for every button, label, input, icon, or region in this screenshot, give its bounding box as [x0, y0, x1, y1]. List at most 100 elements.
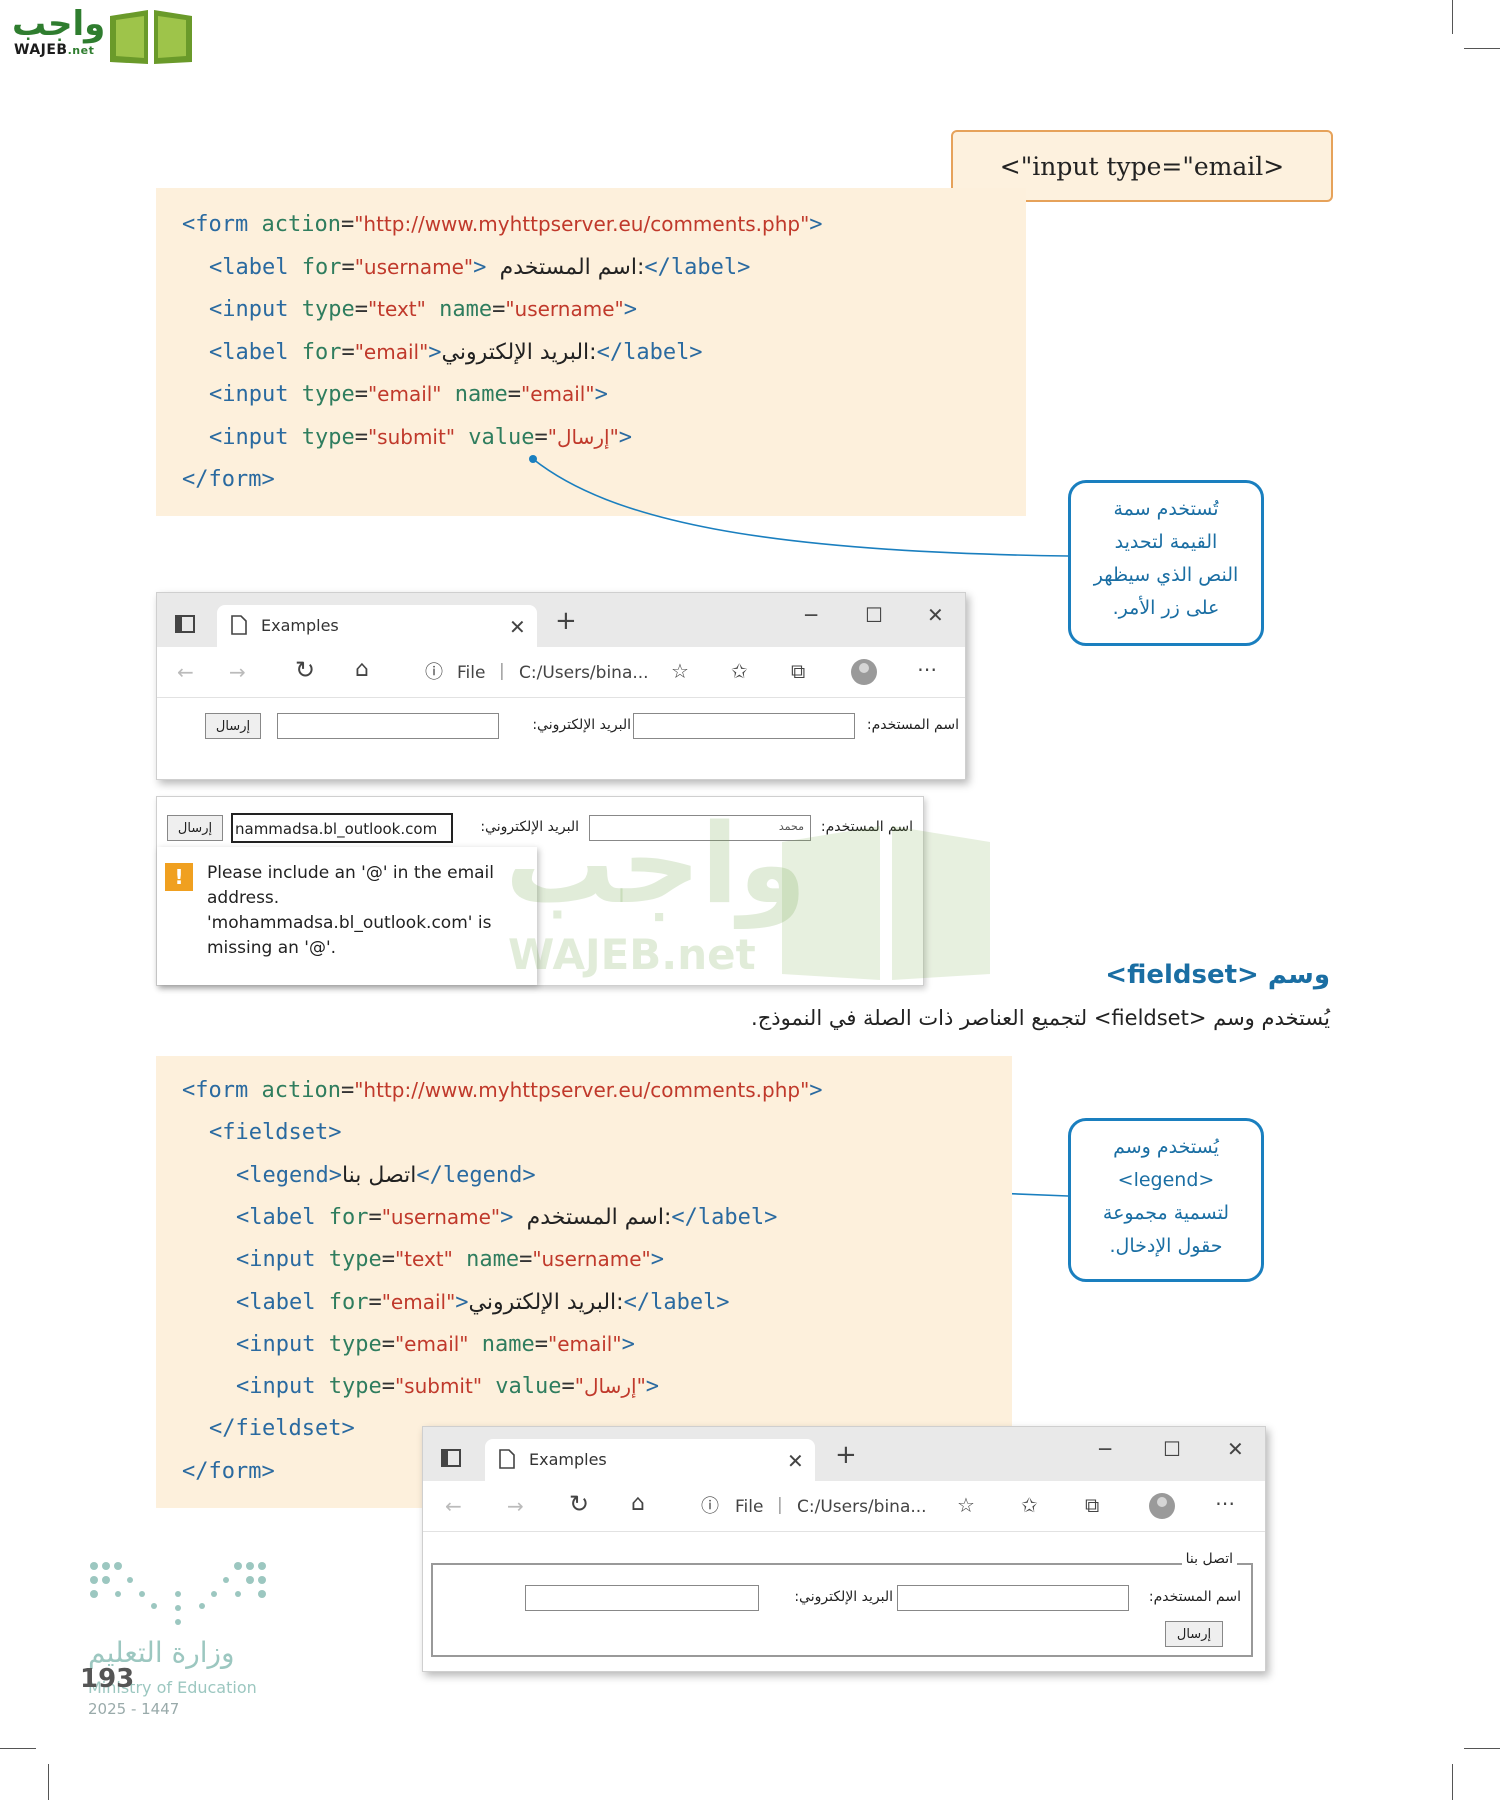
code-token: <label	[209, 254, 302, 280]
tab-examples[interactable]: Examples ✕	[485, 1439, 815, 1481]
email-input[interactable]	[277, 713, 499, 739]
fieldset-section-title: وسم <fieldset>	[1105, 960, 1330, 990]
code-line: <input type="submit" value="إرسال">	[209, 425, 632, 450]
code-token: type	[301, 424, 355, 450]
close-tab-icon[interactable]: ✕	[787, 1449, 804, 1473]
collections-icon[interactable]: ⧉	[1085, 1493, 1100, 1517]
legend-label: اتصل بنا	[1181, 1551, 1237, 1567]
code-token: value	[468, 424, 535, 450]
submit-button[interactable]: إرسال	[205, 713, 261, 739]
message-line: Please include an '@' in the email	[207, 863, 494, 883]
username-input[interactable]: محمد	[589, 815, 811, 841]
logo-english-text: WAJEB.net	[14, 42, 94, 58]
code-token: "text"	[367, 297, 426, 321]
close-window-icon[interactable]: ✕	[1227, 1437, 1244, 1461]
home-icon[interactable]: ⌂	[355, 657, 369, 682]
code-token: </label>	[644, 254, 751, 280]
address-path[interactable]: C:/Users/bina...	[519, 663, 649, 683]
code-token: type	[328, 1374, 382, 1400]
back-icon[interactable]: ←	[445, 1494, 462, 1518]
more-icon[interactable]: ⋯	[917, 657, 937, 681]
back-icon[interactable]: ←	[177, 660, 194, 684]
code-token: اسم المستخدم:	[499, 254, 645, 280]
code-token: <input	[236, 1331, 329, 1357]
add-favorite-icon[interactable]: ☆	[957, 1493, 975, 1517]
crop-mark	[1464, 1748, 1500, 1749]
profile-avatar[interactable]	[851, 659, 877, 685]
minimize-icon[interactable]: ─	[805, 603, 818, 627]
book-icon	[110, 10, 192, 64]
favorites-icon[interactable]: ✩	[731, 659, 748, 683]
code-token: <input	[209, 297, 302, 322]
fieldset-section-body: يُستخدم وسم <fieldset> لتجميع العناصر ذا…	[751, 1006, 1330, 1030]
code-token: "submit"	[367, 424, 456, 449]
address-separator: |	[777, 1495, 783, 1515]
submit-button[interactable]: إرسال	[1165, 1621, 1223, 1647]
tab-actions-icon[interactable]	[175, 615, 195, 633]
code-line: </form>	[182, 1459, 275, 1484]
code-token: "email"	[521, 382, 595, 406]
code-token	[482, 1374, 495, 1399]
code-token: name	[466, 1247, 520, 1273]
minimize-icon[interactable]: ─	[1099, 1437, 1112, 1461]
email-input[interactable]: nammadsa.bl_outlook.com	[231, 813, 453, 843]
username-label: اسم المستخدم:	[1148, 1589, 1241, 1605]
code-token: "username"	[505, 297, 624, 321]
home-icon[interactable]: ⌂	[631, 1491, 645, 1516]
new-tab-icon[interactable]: +	[555, 606, 577, 636]
forward-icon[interactable]: →	[507, 1494, 524, 1518]
code-token: <form	[182, 212, 262, 237]
code-token: <label	[236, 1289, 329, 1315]
address-path[interactable]: C:/Users/bina...	[797, 1497, 927, 1517]
logo-english-suffix: .net	[67, 44, 95, 57]
code-token: >	[623, 297, 637, 322]
ministry-logo-icon	[90, 1562, 266, 1625]
email-input[interactable]	[525, 1585, 759, 1611]
forward-icon[interactable]: →	[229, 660, 246, 684]
code-token: <input	[236, 1247, 329, 1273]
refresh-icon[interactable]: ↻	[295, 656, 316, 684]
code-token: <form	[182, 1078, 262, 1103]
code-token: =	[341, 254, 355, 280]
new-tab-icon[interactable]: +	[835, 1440, 857, 1470]
favorites-icon[interactable]: ✩	[1021, 1493, 1038, 1517]
code-token: =	[340, 1078, 355, 1103]
maximize-icon[interactable]: ☐	[1163, 1437, 1181, 1461]
submit-button[interactable]: إرسال	[167, 815, 223, 841]
code-line: <input type="email" name="email">	[209, 382, 608, 407]
tab-actions-icon[interactable]	[441, 1449, 461, 1467]
username-input[interactable]	[633, 713, 855, 739]
add-favorite-icon[interactable]: ☆	[671, 659, 689, 683]
collections-icon[interactable]: ⧉	[791, 659, 806, 683]
more-icon[interactable]: ⋯	[1215, 1491, 1235, 1515]
tab-title: Examples	[529, 1450, 607, 1469]
callout-legend: يُستخدم وسم <legend> لتسمية مجموعة حقول …	[1068, 1118, 1264, 1282]
tab-examples[interactable]: Examples ✕	[217, 605, 537, 647]
code-token: </label>	[623, 1289, 730, 1315]
profile-avatar[interactable]	[1149, 1493, 1175, 1519]
code-token: =	[354, 382, 368, 407]
logo-arabic-text: واجب	[12, 4, 106, 44]
code-token: </label>	[596, 339, 703, 365]
info-icon: ⓘ	[425, 662, 443, 683]
browser-window-1: Examples ✕ + ─ ☐ ✕ ← → ↻ ⌂ ⓘ File | C:/U…	[156, 592, 966, 780]
close-window-icon[interactable]: ✕	[927, 603, 944, 627]
code-token: "email"	[548, 1331, 622, 1356]
username-input[interactable]	[897, 1585, 1129, 1611]
watermark-arabic: واجب	[505, 800, 807, 928]
code-token: البريد الإلكتروني:	[468, 1289, 624, 1315]
code-token: for	[328, 1289, 369, 1315]
ministry-english: Ministry of Education	[88, 1678, 257, 1697]
watermark-book-icon	[782, 826, 990, 980]
close-tab-icon[interactable]: ✕	[509, 615, 526, 639]
callout-line: النص الذي سيظهر	[1093, 564, 1239, 586]
validation-message: Please include an '@' in the email addre…	[207, 861, 494, 961]
code-token: =	[492, 297, 506, 322]
code-line: <form action="http://www.myhttpserver.eu…	[182, 212, 823, 237]
code-token: =	[534, 424, 548, 450]
code-token: "إرسال"	[547, 424, 619, 449]
code-line: <form action="http://www.myhttpserver.eu…	[182, 1078, 823, 1103]
maximize-icon[interactable]: ☐	[865, 603, 883, 627]
code-token: اتصل بنا	[341, 1162, 417, 1188]
refresh-icon[interactable]: ↻	[569, 1490, 590, 1518]
